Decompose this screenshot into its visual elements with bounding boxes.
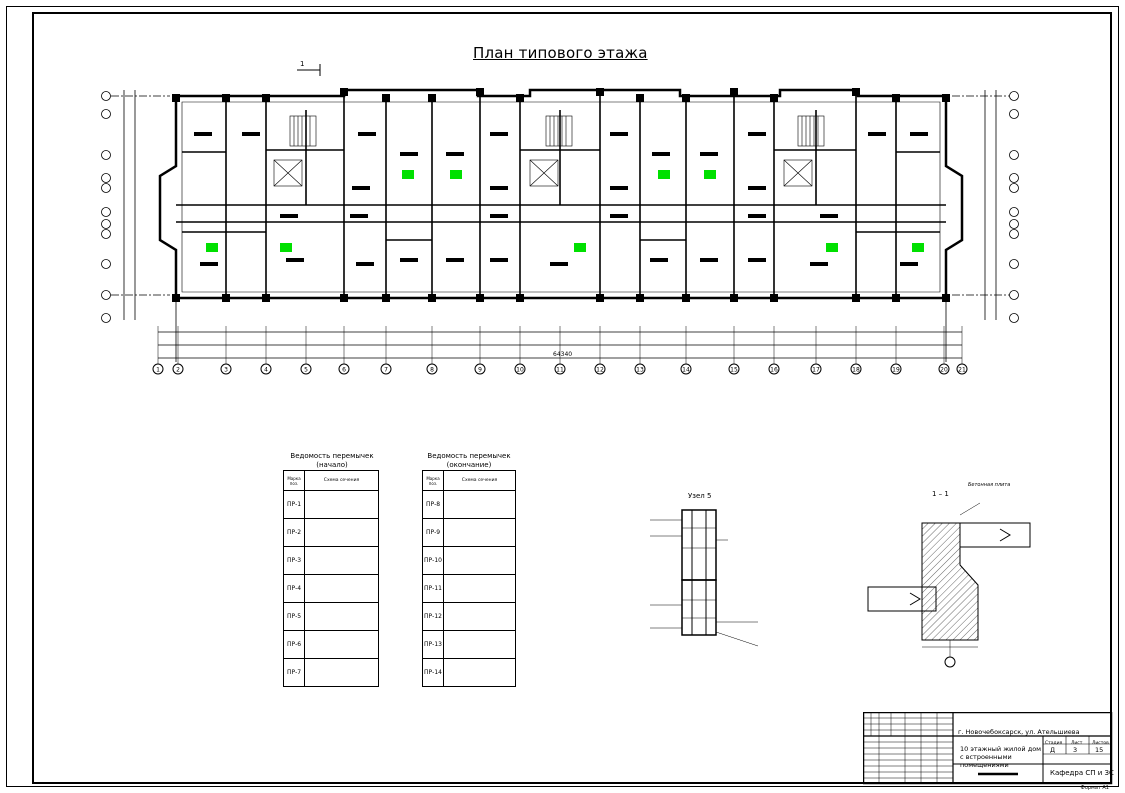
schedule-right-mark: ПР-13 bbox=[422, 630, 444, 659]
titleblock-project: 10 этажный жилой дом с встроенными помещ… bbox=[960, 745, 1042, 769]
total-dimension: 64340 bbox=[553, 351, 572, 358]
schedule-right-mark: ПР-10 bbox=[422, 546, 444, 575]
col-section-header: Схема сечения bbox=[304, 470, 379, 491]
lintel-section-sketch bbox=[443, 630, 516, 659]
lintel-section-sketch bbox=[304, 518, 379, 547]
titleblock-sheet: 3 bbox=[1073, 746, 1078, 754]
drawing-frame bbox=[32, 12, 1112, 784]
titleblock-sheets: 15 bbox=[1095, 746, 1104, 754]
titleblock-department: Кафедра СП и ЗС bbox=[1050, 769, 1114, 777]
schedule-left-mark: ПР-2 bbox=[283, 518, 305, 547]
axis-label: 14 bbox=[682, 367, 690, 374]
axis-label: 7 bbox=[384, 367, 388, 374]
lintel-section-sketch bbox=[443, 490, 516, 519]
schedule-right-mark: ПР-11 bbox=[422, 574, 444, 603]
lintel-section-sketch bbox=[443, 658, 516, 687]
axis-label: 5 bbox=[304, 367, 308, 374]
schedule-right-subheading: (окончание) bbox=[446, 461, 492, 469]
lintel-section-sketch bbox=[304, 602, 379, 631]
axis-label: 19 bbox=[892, 367, 900, 374]
axis-label: 21 bbox=[958, 367, 966, 374]
axis-label: 3 bbox=[224, 367, 228, 374]
schedule-right-title: Ведомость перемычек (окончание) bbox=[420, 452, 518, 470]
titleblock-sheet-label: Лист bbox=[1071, 741, 1083, 746]
schedule-left-title: Ведомость перемычек (начало) bbox=[283, 452, 381, 470]
titleblock-sheets-label: Листов bbox=[1092, 741, 1109, 746]
axis-label: 12 bbox=[596, 367, 604, 374]
schedule-right-table: Марка поз.Схема сечения ПР-8 ПР-9 ПР-10 … bbox=[422, 470, 516, 687]
titleblock-address: г. Новочебоксарск, ул. Ательшиева bbox=[958, 728, 1080, 736]
lintel-section-sketch bbox=[443, 546, 516, 575]
section-title: 1 – 1 bbox=[932, 490, 949, 498]
col-section-header: Схема сечения bbox=[443, 470, 516, 491]
col-mark-header: Марка поз. bbox=[422, 470, 444, 491]
schedule-left-mark: ПР-4 bbox=[283, 574, 305, 603]
axis-label: 18 bbox=[852, 367, 860, 374]
schedule-left-mark: ПР-3 bbox=[283, 546, 305, 575]
lintel-section-sketch bbox=[304, 546, 379, 575]
axis-label: 17 bbox=[812, 367, 820, 374]
axis-label: 9 bbox=[478, 367, 482, 374]
axis-label: 10 bbox=[516, 367, 524, 374]
schedule-right-mark: ПР-9 bbox=[422, 518, 444, 547]
schedule-right-mark: ПР-14 bbox=[422, 658, 444, 687]
axis-label: 6 bbox=[342, 367, 346, 374]
schedule-left-heading: Ведомость перемычек bbox=[290, 452, 374, 460]
schedule-left-mark: ПР-5 bbox=[283, 602, 305, 631]
schedule-left-mark: ПР-7 bbox=[283, 658, 305, 687]
axis-label: 2 bbox=[176, 367, 180, 374]
titleblock-stage: Д bbox=[1050, 746, 1056, 754]
schedule-right-mark: ПР-8 bbox=[422, 490, 444, 519]
lintel-section-sketch bbox=[304, 490, 379, 519]
lintel-section-sketch bbox=[304, 574, 379, 603]
axis-label: 11 bbox=[556, 367, 564, 374]
node-5-detail bbox=[650, 509, 759, 647]
sheet-outer-border bbox=[6, 6, 1119, 787]
schedule-left-table: Марка поз.Схема сечения ПР-1 ПР-2 ПР-3 П… bbox=[283, 470, 379, 687]
section-note: Бетонная плита bbox=[968, 482, 1011, 488]
lintel-section-sketch bbox=[304, 658, 379, 687]
axis-label: 4 bbox=[264, 367, 268, 374]
lintel-section-sketch bbox=[304, 630, 379, 659]
node-title: Узел 5 bbox=[688, 492, 712, 500]
drawing-title: План типового этажа bbox=[473, 44, 648, 62]
schedule-right-heading: Ведомость перемычек bbox=[427, 452, 511, 460]
title-block-grid bbox=[863, 712, 1113, 785]
axis-label: 16 bbox=[770, 367, 778, 374]
lintel-section-sketch bbox=[443, 602, 516, 631]
axis-label: 13 bbox=[636, 367, 644, 374]
sheet-format: Формат А1 bbox=[1080, 785, 1109, 791]
axis-label: 8 bbox=[430, 367, 434, 374]
schedule-left-subheading: (начало) bbox=[316, 461, 348, 469]
section-mark: 1 bbox=[300, 60, 304, 68]
titleblock-stage-label: Стадия bbox=[1045, 741, 1063, 746]
col-mark-header: Марка поз. bbox=[283, 470, 305, 491]
section-1-1 bbox=[867, 502, 1031, 668]
lintel-section-sketch bbox=[443, 574, 516, 603]
schedule-left-mark: ПР-1 bbox=[283, 490, 305, 519]
schedule-left-mark: ПР-6 bbox=[283, 630, 305, 659]
axis-label: 1 bbox=[156, 367, 160, 374]
schedule-right-mark: ПР-12 bbox=[422, 602, 444, 631]
axis-label: 15 bbox=[730, 367, 738, 374]
axis-label: 20 bbox=[940, 367, 948, 374]
lintel-section-sketch bbox=[443, 518, 516, 547]
